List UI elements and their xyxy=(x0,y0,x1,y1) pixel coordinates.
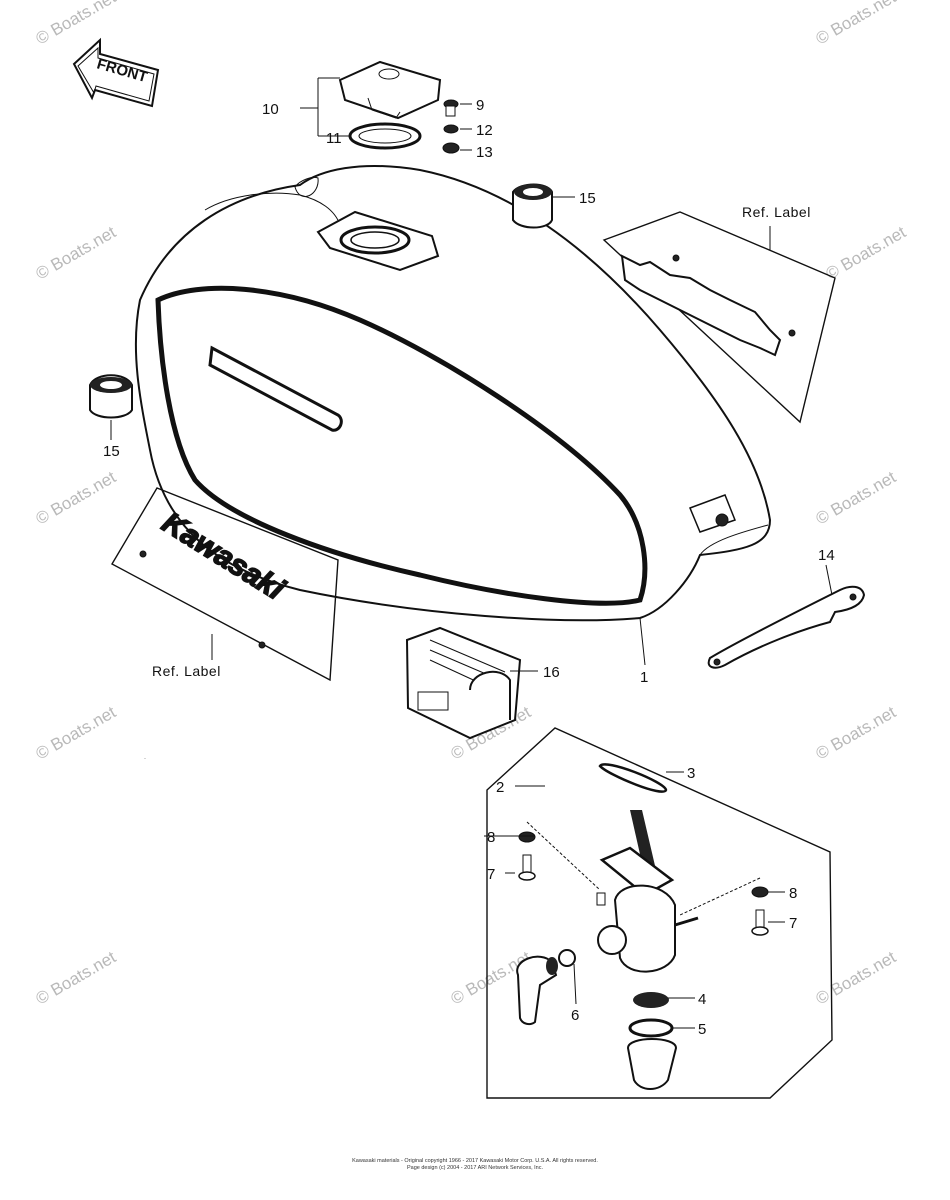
leader-lines xyxy=(110,77,833,1029)
watermark: © Boats.net xyxy=(813,702,900,763)
callouts: 1 2 3 4 5 6 7 7 8 8 9 10 11 12 13 14 15 … xyxy=(103,97,835,1038)
watermark: © Boats.net xyxy=(823,222,910,283)
callout-8-left: 8 xyxy=(487,829,495,846)
copyright-line-1: Kawasaki materials - Original copyright … xyxy=(352,1158,598,1164)
watermark: © Boats.net xyxy=(813,0,900,48)
watermark: © Boats.net xyxy=(33,222,120,283)
copyright-line-2: Page design (c) 2004 - 2017 ARI Network … xyxy=(406,1165,544,1171)
fuel-tank xyxy=(134,165,772,622)
callout-1: 1 xyxy=(640,669,648,686)
callout-7-right: 7 xyxy=(789,915,797,932)
front-arrow: FRONT xyxy=(72,37,160,108)
callout-2: 2 xyxy=(496,779,504,796)
callout-6: 6 xyxy=(571,1007,579,1024)
callout-14: 14 xyxy=(818,547,835,564)
callout-15-right: 15 xyxy=(579,190,596,207)
bracket-14 xyxy=(707,585,866,669)
damper-15 xyxy=(89,183,553,419)
watermark: © Boats.net xyxy=(33,0,120,48)
watermark: © Boats.net xyxy=(33,947,120,1008)
callout-7-left: 7 xyxy=(487,866,495,883)
ref-label-text: Ref. Label xyxy=(152,663,221,679)
cap-screws xyxy=(442,99,460,154)
watermark: © Boats.net xyxy=(33,467,120,528)
watermark: © Boats.net xyxy=(813,467,900,528)
copyright-notice: Kawasaki materials - Original copyright … xyxy=(0,1158,950,1172)
callout-5: 5 xyxy=(698,1021,706,1038)
watermark: © Boats.net xyxy=(813,947,900,1008)
callout-12: 12 xyxy=(476,122,493,139)
callout-13: 13 xyxy=(476,144,493,161)
dot-mark: · xyxy=(144,756,146,762)
cap-assembly xyxy=(338,60,442,150)
ref-label-text: Ref. Label xyxy=(742,204,811,220)
callout-15-left: 15 xyxy=(103,443,120,460)
callout-10: 10 xyxy=(262,101,279,118)
callout-4: 4 xyxy=(698,991,706,1008)
callout-16: 16 xyxy=(543,664,560,681)
callout-8-right: 8 xyxy=(789,885,797,902)
callout-3: 3 xyxy=(687,765,695,782)
fuel-cock-assembly xyxy=(486,727,833,1099)
ref-label-right: Ref. Label xyxy=(602,204,836,424)
rubber-16 xyxy=(405,626,522,740)
callout-11: 11 xyxy=(326,130,342,147)
watermark: © Boats.net xyxy=(33,702,120,763)
callout-9: 9 xyxy=(476,97,484,114)
